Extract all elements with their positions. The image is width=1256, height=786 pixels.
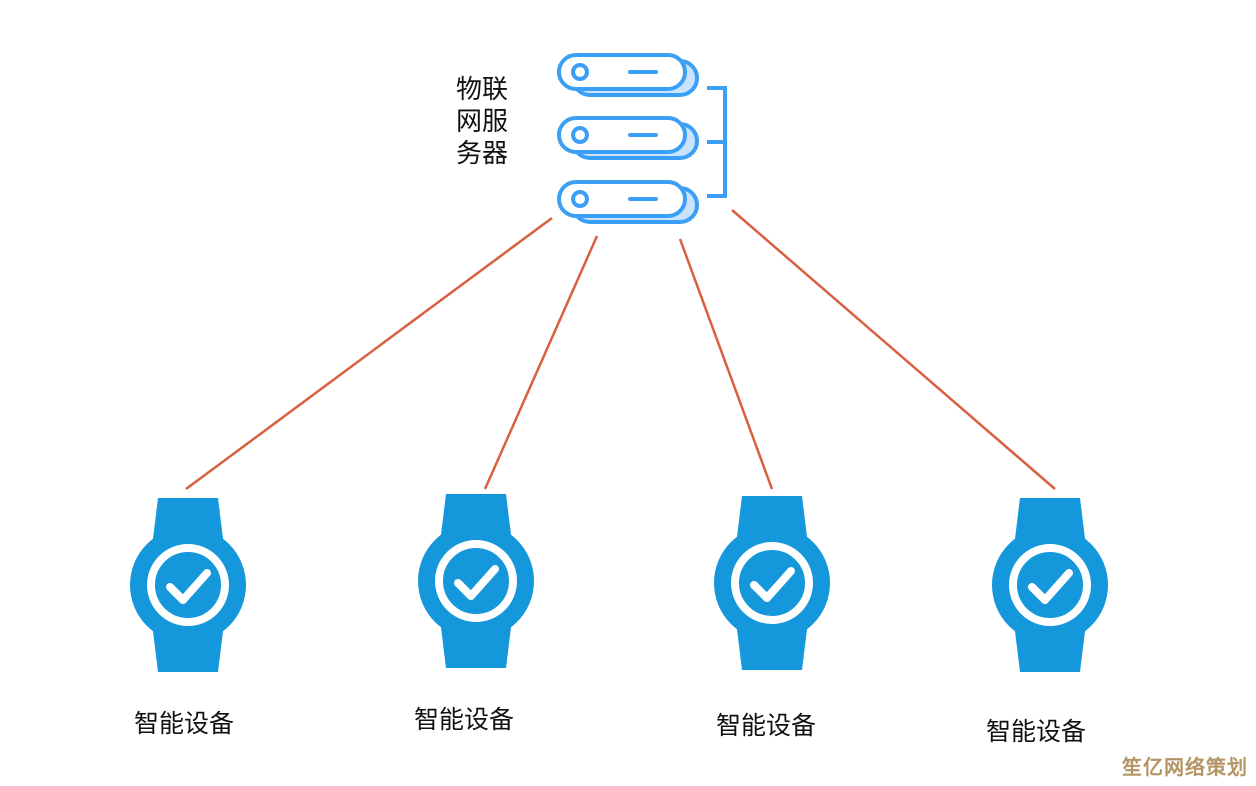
server-led-icon [571, 190, 589, 208]
server-bracket [707, 86, 727, 198]
smartwatch-check-icon [714, 496, 830, 670]
checkmark-icon [454, 565, 499, 600]
checkmark-icon [1028, 569, 1073, 604]
smartwatch-check-icon [130, 498, 246, 672]
device-label-3: 智能设备 [716, 711, 817, 740]
server-led-icon [571, 63, 589, 81]
watermark: 笙亿网络策划 [1122, 755, 1248, 779]
device-label-4: 智能设备 [986, 717, 1087, 746]
server-label: 物联 网服 务器 [456, 74, 516, 170]
server-unit [557, 180, 699, 224]
connection-line-4 [731, 209, 1056, 490]
device-label-1: 智能设备 [134, 709, 235, 738]
smartwatch-check-icon [992, 498, 1108, 672]
server-stack-icon [557, 53, 727, 224]
connection-line-3 [678, 238, 774, 490]
server-label-line: 物联 [456, 75, 509, 105]
device-label-2: 智能设备 [414, 705, 515, 734]
server-label-line: 务器 [456, 139, 509, 169]
connection-lines [185, 209, 1056, 491]
smartwatch-check-icon [418, 494, 534, 668]
server-label-line: 网服 [456, 107, 509, 137]
checkmark-icon [750, 567, 795, 602]
checkmark-icon [166, 569, 211, 604]
server-led-icon [571, 126, 589, 144]
connection-line-1 [185, 216, 553, 491]
server-unit [557, 116, 699, 160]
connection-line-2 [483, 235, 599, 490]
server-unit [557, 53, 699, 97]
